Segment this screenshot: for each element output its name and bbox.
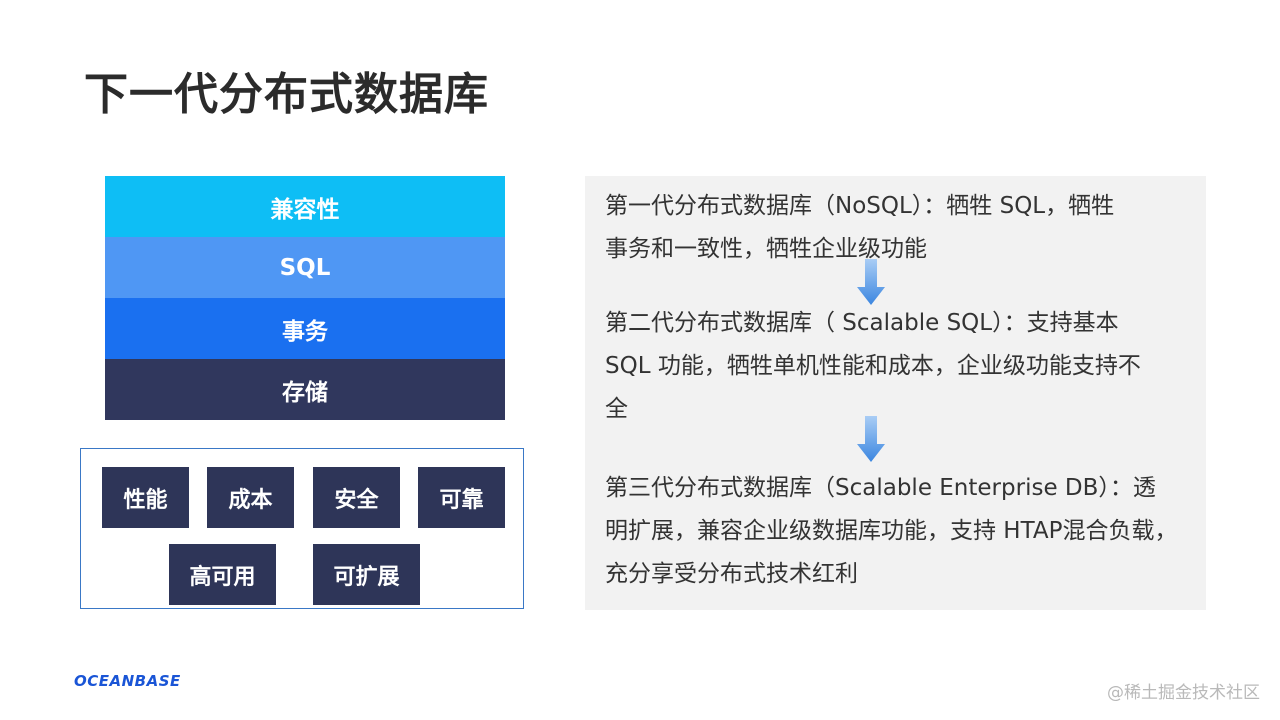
- layer-transaction: 事务: [105, 298, 505, 359]
- generation-3-line-1: 第三代分布式数据库（Scalable Enterprise DB）：透: [605, 475, 1156, 501]
- trait-scalability: 可扩展: [313, 544, 420, 605]
- watermark: @稀土掘金技术社区: [1107, 683, 1260, 703]
- trait-cost: 成本: [207, 467, 294, 528]
- layer-stack: 兼容性 SQL 事务 存储: [105, 176, 505, 420]
- layer-storage: 存储: [105, 359, 505, 420]
- layer-sql: SQL: [105, 237, 505, 298]
- generations-panel: 第一代分布式数据库（NoSQL）：牺牲 SQL，牺牲 事务和一致性，牺牲企业级功…: [585, 176, 1206, 610]
- generation-3: 第三代分布式数据库（Scalable Enterprise DB）：透 明扩展，…: [605, 467, 1177, 596]
- generation-1-line-1: 第一代分布式数据库（NoSQL）：牺牲 SQL，牺牲: [605, 193, 1115, 219]
- trait-performance: 性能: [102, 467, 189, 528]
- trait-high-availability: 高可用: [169, 544, 276, 605]
- generation-3-line-3: 充分享受分布式技术红利: [605, 561, 858, 587]
- trait-security: 安全: [313, 467, 400, 528]
- generation-3-line-2: 明扩展，兼容企业级数据库功能，支持 HTAP混合负载，: [605, 518, 1178, 544]
- arrow-down-icon: [857, 416, 885, 462]
- generation-2-line-2: SQL 功能，牺牲单机性能和成本，企业级功能支持不: [605, 353, 1141, 379]
- generation-1: 第一代分布式数据库（NoSQL）：牺牲 SQL，牺牲 事务和一致性，牺牲企业级功…: [605, 185, 1114, 271]
- oceanbase-logo: OCEANBASE: [74, 672, 181, 690]
- generation-2-line-3: 全: [605, 396, 628, 422]
- page-title: 下一代分布式数据库: [84, 69, 489, 120]
- generation-1-line-2: 事务和一致性，牺牲企业级功能: [605, 236, 927, 262]
- generation-2: 第二代分布式数据库（ Scalable SQL）：支持基本 SQL 功能，牺牲单…: [605, 302, 1141, 431]
- layer-compatibility: 兼容性: [105, 176, 505, 237]
- trait-reliability: 可靠: [418, 467, 505, 528]
- arrow-down-icon: [857, 259, 885, 305]
- traits-box: 性能 成本 安全 可靠 高可用 可扩展: [80, 448, 524, 609]
- generation-2-line-1: 第二代分布式数据库（ Scalable SQL）：支持基本: [605, 310, 1119, 336]
